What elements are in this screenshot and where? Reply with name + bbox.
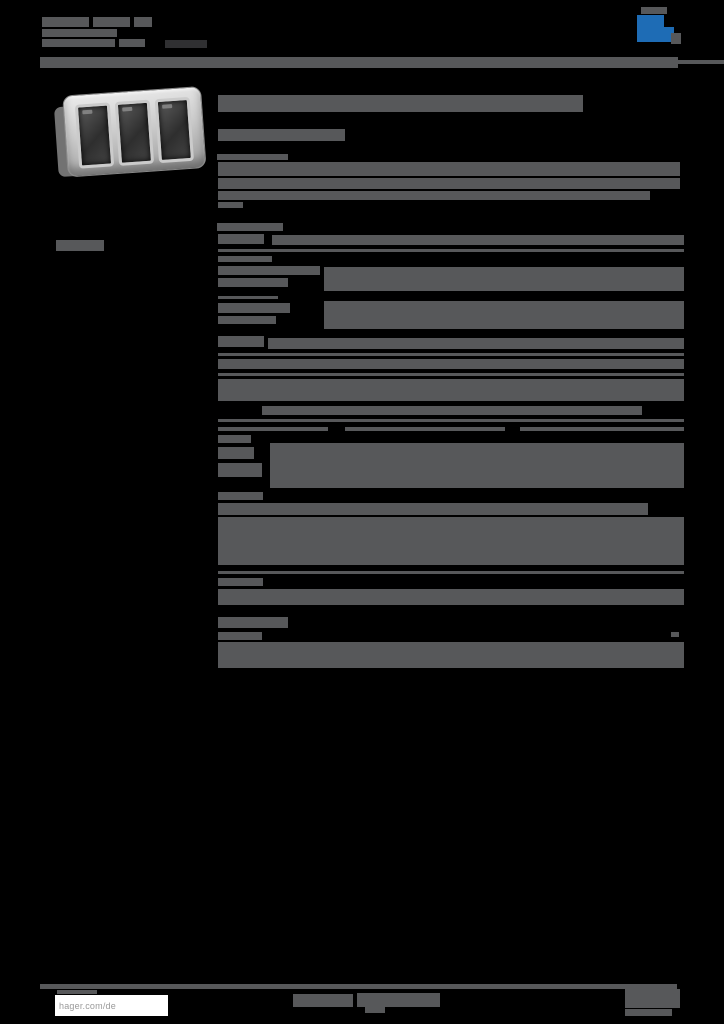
device-window-3 <box>154 96 195 164</box>
header-title-word <box>42 17 89 27</box>
footer-website-link[interactable]: hager.com/de <box>55 995 168 1016</box>
row-separator <box>218 373 684 376</box>
dashed-separator-segment <box>345 427 505 431</box>
header-meta-line <box>119 39 145 47</box>
header-title-word <box>134 17 152 27</box>
spec-label <box>218 578 263 586</box>
logo-gray-square <box>671 33 681 44</box>
dashed-separator-segment <box>218 427 328 431</box>
footer-website-text: hager.com/de <box>59 1000 116 1011</box>
spec-label <box>218 435 251 443</box>
spec-label <box>218 303 290 313</box>
spec-label <box>218 234 264 244</box>
spec-value-bar <box>218 503 648 515</box>
header-title-word <box>93 17 130 27</box>
paragraph-line <box>218 162 680 176</box>
margin-section-label <box>56 240 104 251</box>
spec-section-heading <box>218 617 288 628</box>
logo-blue-step <box>657 27 674 42</box>
row-separator <box>218 249 684 252</box>
header-rule-thin <box>678 60 724 64</box>
header-meta-dark-line <box>165 40 207 48</box>
device-window-2 <box>114 99 155 166</box>
device-window-1 <box>74 102 115 169</box>
footer-page-indicator-block <box>625 989 680 1008</box>
product-photo <box>53 85 209 183</box>
footer-center-descender <box>365 1007 385 1013</box>
spec-superscript-mark <box>671 632 679 637</box>
spec-value-block <box>324 267 684 291</box>
spec-label <box>218 492 263 500</box>
footer-rule <box>40 984 677 989</box>
row-separator <box>218 571 684 574</box>
footer-left-small-line <box>57 990 97 994</box>
spec-value-bar <box>218 589 684 605</box>
spec-label <box>218 447 254 459</box>
footer-center-block <box>293 994 353 1007</box>
row-separator <box>218 419 684 422</box>
header-subtitle-line <box>42 29 117 37</box>
spec-label <box>218 336 264 347</box>
header-rule-thick <box>40 57 678 68</box>
logo-top-bar <box>641 7 667 14</box>
footer-center-block <box>357 993 440 1007</box>
paragraph-last-line <box>218 202 243 208</box>
spec-value-bar <box>272 235 684 245</box>
paragraph-line <box>218 178 680 189</box>
spec-value-bar <box>218 359 684 369</box>
spec-value-block <box>324 301 684 329</box>
spec-value-block <box>218 379 684 401</box>
paragraph-line <box>218 191 650 200</box>
product-subtitle-line <box>218 129 345 141</box>
spec-value-block <box>218 642 684 668</box>
footer-page-indicator-line <box>625 1009 672 1016</box>
spec-value-block <box>218 517 684 565</box>
product-title-line <box>218 95 583 112</box>
spec-value-bar <box>262 406 642 415</box>
spec-value-block <box>270 443 684 488</box>
device-body <box>62 86 207 178</box>
spec-section-heading <box>217 223 283 231</box>
header-meta-line <box>42 39 115 47</box>
spec-label <box>218 256 272 262</box>
spec-value-bar <box>268 338 684 349</box>
dashed-separator-segment <box>520 427 684 431</box>
row-separator <box>218 353 684 356</box>
spec-label <box>218 463 262 477</box>
row-separator <box>218 296 278 299</box>
spec-label <box>218 316 276 324</box>
paragraph-kicker <box>217 154 288 160</box>
spec-label <box>218 266 320 275</box>
spec-label <box>218 278 288 287</box>
spec-label <box>218 632 262 640</box>
